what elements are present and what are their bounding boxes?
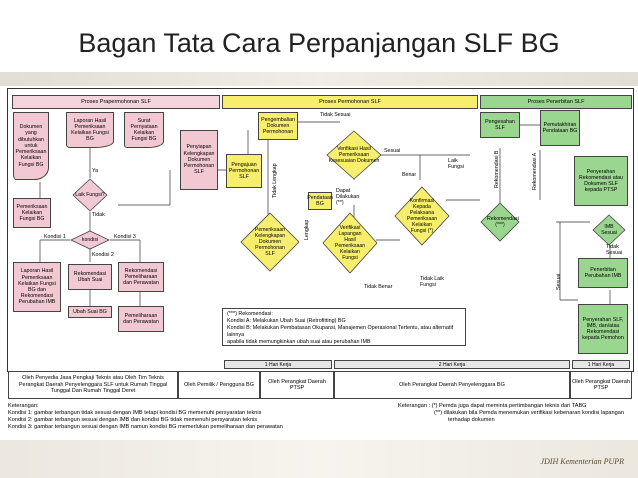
- tidak-label: Tidak: [92, 212, 105, 218]
- legend-left: Keterangan: Kondisi 1: gambar terbangun …: [8, 403, 283, 431]
- tidak-benar-label: Tidak Benar: [364, 284, 393, 290]
- rec-pemeliharaan-box: Rekomendasi Pemeliharaan dan Perawatan: [118, 262, 164, 292]
- laik-fungsi-text: Laik Fungsi: [448, 158, 464, 170]
- penyerahan-slf-box: Penyerahan SLF, IMB, dan/atau Rekomendas…: [578, 304, 628, 354]
- legend-k2: Kondisi 2: gambar terbangun sesuai denga…: [8, 417, 258, 423]
- kondisi3-label: Kondisi 3: [114, 234, 136, 240]
- ubah-suai-bg-box: Ubah Suai BG: [68, 306, 112, 318]
- legend-left-head: Keterangan:: [8, 403, 39, 409]
- report-check-box: Laporan Hasil Pemeriksaan Kelaikan Fungs…: [66, 112, 114, 148]
- footer-col-ptsp-2: Oleh Perangkat Daerah PTSP: [570, 371, 632, 399]
- tidak-sesuai-label: Tidak Sesuai: [320, 112, 351, 118]
- pengajuan-box: Pengajuan Permohonan SLF: [226, 154, 262, 188]
- pendataan-box: Pendataan BG: [307, 192, 333, 210]
- pengembalian-box: Pengembalian Dokumen Permohonan: [258, 112, 298, 140]
- kondisi-diamond: kondisi: [70, 230, 110, 250]
- legend-right-head: Keterangan : (*) Pemda juga dapat memint…: [398, 403, 587, 409]
- kondisi2-label: Kondisi 2: [92, 252, 114, 258]
- header-background: [0, 72, 638, 86]
- penerbitan-imb-box: Penerbitan Perubahan IMB: [578, 258, 628, 288]
- legend-k1: Kondisi 1: gambar terbangun tidak sesuai…: [8, 410, 262, 416]
- verif-lapangan-diamond: Verifikasi Lapangan Hasil Pemeriksaan Ke…: [322, 212, 378, 274]
- footer-col-penyelenggara: Oleh Perangkat Daerah Penyelenggara BG: [334, 371, 570, 399]
- ya-label: Ya: [92, 168, 99, 174]
- verifikasi-diamond: Verifikasi Hasil Pemeriksaan Kesesuaian …: [326, 130, 382, 180]
- footer-col-pemilik: Oleh Pemilik / Pengguna BG: [178, 371, 260, 399]
- imb-sesuai-label: IMB Sesuai: [601, 224, 617, 236]
- footer-col-pengkaji: Oleh Penyedia Jasa Pengkaji Teknis atau …: [8, 371, 178, 399]
- laik-fungsi-diamond: Laik Fungsi?: [72, 178, 108, 212]
- note-line1: (***) Rekomendasi:: [227, 311, 273, 317]
- report-change-box: Laporan Hasil Pemeriksaan Kelaikan Fungs…: [13, 262, 61, 312]
- imb-sesuai-diamond: IMB Sesuai: [592, 214, 626, 246]
- laik-fungsi-label: Laik Fungsi?: [75, 192, 105, 198]
- footer-col-ptsp: Oleh Perangkat Daerah PTSP: [260, 371, 334, 399]
- konfirmasi-diamond: Konfirmasi Kepada Pelaksana Pemeriksaan …: [394, 186, 450, 246]
- rekomendasi-diamond: Rekomendasi (***): [480, 202, 520, 242]
- sesuai2-label: Sesuai: [556, 273, 562, 290]
- penyerahan-rek-box: Penyerahan Rekomendasi atau Dokumen SLF …: [574, 156, 628, 206]
- tidak-sesuai2-label: Tidak Sesuai: [606, 244, 623, 256]
- sesuai-label: Sesuai: [384, 148, 401, 154]
- doc-required-box: Dokumen yang dibutuhkan untuk Pemeriksaa…: [13, 112, 49, 180]
- timeline-one-day-2: 1 Hari Kerja: [572, 360, 630, 369]
- note-line4: apabila tidak memungkinkan ubah suai ata…: [227, 339, 371, 345]
- lane-penerbitan: Proses Penerbitan SLF: [480, 95, 632, 109]
- brand-label: JDIH Kementerian PUPR: [540, 457, 624, 466]
- legend-right-l3: terhadap dokumen: [448, 417, 495, 423]
- check-lengkap-label: Pemeriksaan Kelengkapan Dokumen Permohon…: [254, 227, 286, 257]
- rek-b-label: Rekomendasi B: [494, 150, 500, 188]
- timeline-two-days: 2 Hari Kerja: [334, 360, 570, 369]
- note-line2: Kondisi A: Melakukan Ubah Suai (Retrofit…: [227, 318, 346, 324]
- legend-right: Keterangan : (*) Pemda juga dapat memint…: [398, 403, 624, 424]
- submit-docs-box: Penyiapan Kelengkapan Dokumen Permohonan…: [180, 130, 218, 190]
- note-line3: Kondisi B: Melakukan Pembatasan Okupansi…: [227, 325, 454, 338]
- rekomendasi-note: (***) Rekomendasi: Kondisi A: Melakukan …: [222, 308, 466, 346]
- pemutakhiran-box: Pemutakhiran Pendataan BG: [540, 110, 580, 146]
- rekomendasi-label: Rekomendasi (***): [487, 216, 519, 228]
- verif-lapangan-label: Verifikasi Lapangan Hasil Pemeriksaan Ke…: [334, 225, 366, 261]
- lane-prapermohonan: Proses Prapermohonan SLF: [12, 95, 220, 109]
- pemeliharaan-bg-box: Pemeliharaan dan Perawatan: [118, 306, 164, 332]
- dapat-dilakukan-label: Dapat Dilakukan (**): [336, 188, 360, 206]
- lengkap-label: Lengkap: [304, 219, 310, 240]
- verifikasi-label: Verifikasi Hasil Pemeriksaan Kesesuaian …: [328, 146, 380, 164]
- kondisi1-label: Kondisi 1: [44, 234, 66, 240]
- legend-right-l2: (**) dilakukan bila Pemda menemukan veri…: [434, 410, 624, 416]
- konfirmasi-label: Konfirmasi Kepada Pelaksana Pemeriksaan …: [406, 198, 438, 234]
- benar-label: Benar: [402, 172, 417, 178]
- page-title: Bagan Tata Cara Perpanjangan SLF BG: [78, 28, 560, 58]
- rec-ubah-box: Rekomendasi Ubah Suai: [68, 264, 112, 290]
- check-kelaikan-box: Pemeriksaan Kelaikan Fungsi BG: [13, 198, 51, 228]
- rek-a-label: Rekomendasi A: [532, 152, 538, 190]
- footer-background: [0, 440, 638, 478]
- pengesahan-box: Pengesahan SLF: [480, 112, 520, 138]
- kondisi-label: kondisi: [81, 237, 99, 243]
- lane-permohonan: Proses Permohonan SLF: [222, 95, 478, 109]
- statement-letter-box: Surat Pernyataan Kelaikan Fungsi BG: [124, 112, 164, 148]
- check-lengkap-diamond: Pemeriksaan Kelengkapan Dokumen Permohon…: [240, 212, 300, 272]
- tidak-lengkap-label: Tidak Lengkap: [272, 163, 278, 198]
- legend-k3: Kondisi 3: gambar terbangun sesuai denga…: [8, 424, 283, 430]
- tidak-laik-label: Tidak Laik Fungsi: [420, 276, 444, 288]
- timeline-one-day: 1 Hari Kerja: [224, 360, 332, 369]
